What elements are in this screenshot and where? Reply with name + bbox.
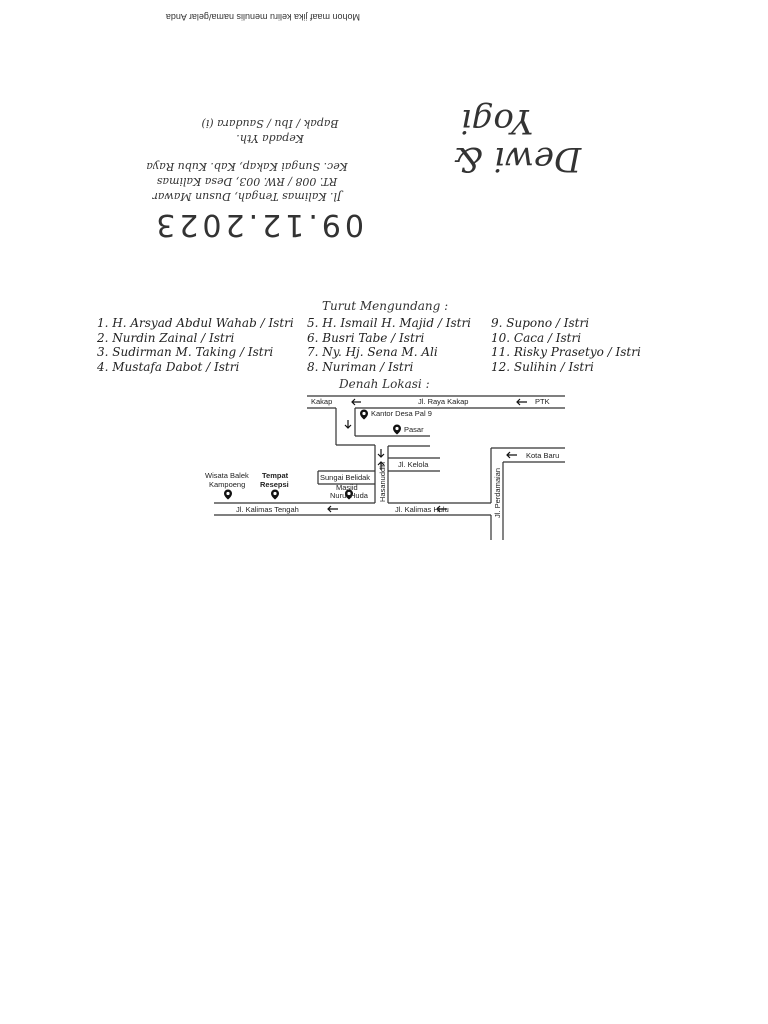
invitee-item: 3. Sudirman M. Taking / Istri [97, 345, 274, 359]
label-jl-kalimas-hulu: Jl. Kalimas Hulu [395, 505, 449, 514]
label-jl-kelola: Jl. Kelola [398, 460, 429, 469]
map-roads [214, 395, 565, 540]
recipient-line-1: Kepada Yth. [236, 132, 304, 145]
address-block: Jl. Kalimas Tengah, Dusun Mawar RT. 008 … [132, 159, 362, 204]
label-sungai-belidak: Sungai Belidak [320, 473, 370, 482]
arrow-left-icon [516, 398, 527, 406]
invitee-item: 9. Supono / Istri [491, 316, 590, 330]
arrow-left-icon [327, 505, 338, 513]
invitee-item: 11. Risky Prasetyo / Istri [491, 345, 641, 359]
couple-names: Dewi & Yogi [442, 101, 592, 179]
invitee-item: 12. Sulihin / Istri [491, 359, 594, 374]
label-masjid-line-2: Nurul Huda [330, 491, 369, 500]
turut-mengundang-heading: Turut Mengundang : [322, 299, 449, 313]
invitee-item: 1. H. Arsyad Abdul Wahab / Istri [97, 316, 294, 330]
label-wisata-line-1: Wisata Balek [205, 471, 249, 480]
label-tempat-line-1: Tempat [262, 471, 289, 480]
apology-note: Mohon maaf jika keliru menulis nama/gela… [165, 12, 360, 22]
label-jl-perdamaian: Jl. Perdamaian [493, 468, 502, 518]
arrow-down-icon [377, 449, 385, 458]
location-pin-icon [345, 489, 353, 500]
label-ptk: PTK [535, 397, 550, 406]
arrow-up-icon [377, 461, 385, 470]
label-masjid-line-1: Masjid [336, 483, 358, 492]
map-pins [224, 409, 401, 500]
denah-lokasi-heading: Denah Lokasi : [339, 377, 430, 391]
invitee-item: 2. Nurdin Zainal / Istri [97, 330, 235, 345]
arrow-down-icon [344, 420, 352, 429]
arrow-left-icon [506, 451, 517, 459]
invitees-column-2: 5. H. Ismail H. Majid / Istri 6. Busri T… [307, 316, 471, 374]
location-pin-icon [224, 489, 232, 500]
label-jl-kalimas-tengah: Jl. Kalimas Tengah [236, 505, 299, 514]
location-pin-icon [271, 489, 279, 500]
arrow-left-icon [436, 505, 447, 513]
label-tempat-line-2: Resepsi [260, 480, 289, 489]
recipient-line-2: Bapak / Ibu / Saudara (i) [201, 117, 339, 130]
address-line-2: RT. 008 / RW. 003, Desa Kalimas [156, 175, 338, 188]
address-line-3: Kec. Sungai Kakap, Kab. Kubu Raya [146, 160, 348, 173]
invitee-item: 4. Mustafa Dabot / Istri [97, 359, 240, 374]
invitee-item: 6. Busri Tabe / Istri [307, 330, 425, 345]
address-line-1: Jl. Kalimas Tengah, Dusun Mawar [152, 190, 342, 203]
label-pasar: Pasar [404, 425, 424, 434]
invitee-item: 8. Nuriman / Istri [307, 359, 414, 374]
label-jl-raya-kakap: Jl. Raya Kakap [418, 397, 468, 406]
invitees-column-1: 1. H. Arsyad Abdul Wahab / Istri 2. Nurd… [97, 316, 294, 374]
label-kakap: Kakap [311, 397, 332, 406]
location-pin-icon [393, 424, 401, 435]
location-pin-icon [360, 409, 368, 420]
couple-name-line-1: Dewi & [452, 139, 582, 179]
invitee-item: 7. Ny. Hj. Sena M. Ali [307, 345, 438, 359]
invitee-item: 10. Caca / Istri [491, 330, 582, 345]
envelope-flipped-section: Mohon maaf jika keliru menulis nama/gela… [0, 0, 768, 260]
label-hasanuddin: Hasanuddin [378, 462, 387, 502]
label-kantor-desa: Kantor Desa Pal 9 [371, 409, 432, 418]
recipient-block: Kepada Yth. Bapak / Ibu / Saudara (i) [170, 116, 370, 146]
invitees-column-3: 9. Supono / Istri 10. Caca / Istri 11. R… [491, 316, 641, 374]
label-wisata-line-2: Kampoeng [209, 480, 245, 489]
couple-name-line-2: Yogi [460, 101, 534, 141]
invitee-item: 5. H. Ismail H. Majid / Istri [307, 316, 472, 330]
event-date: 09.12.2023 [152, 207, 364, 242]
arrow-left-icon [351, 398, 361, 406]
map-arrows [327, 398, 527, 513]
label-kota-baru: Kota Baru [526, 451, 559, 460]
